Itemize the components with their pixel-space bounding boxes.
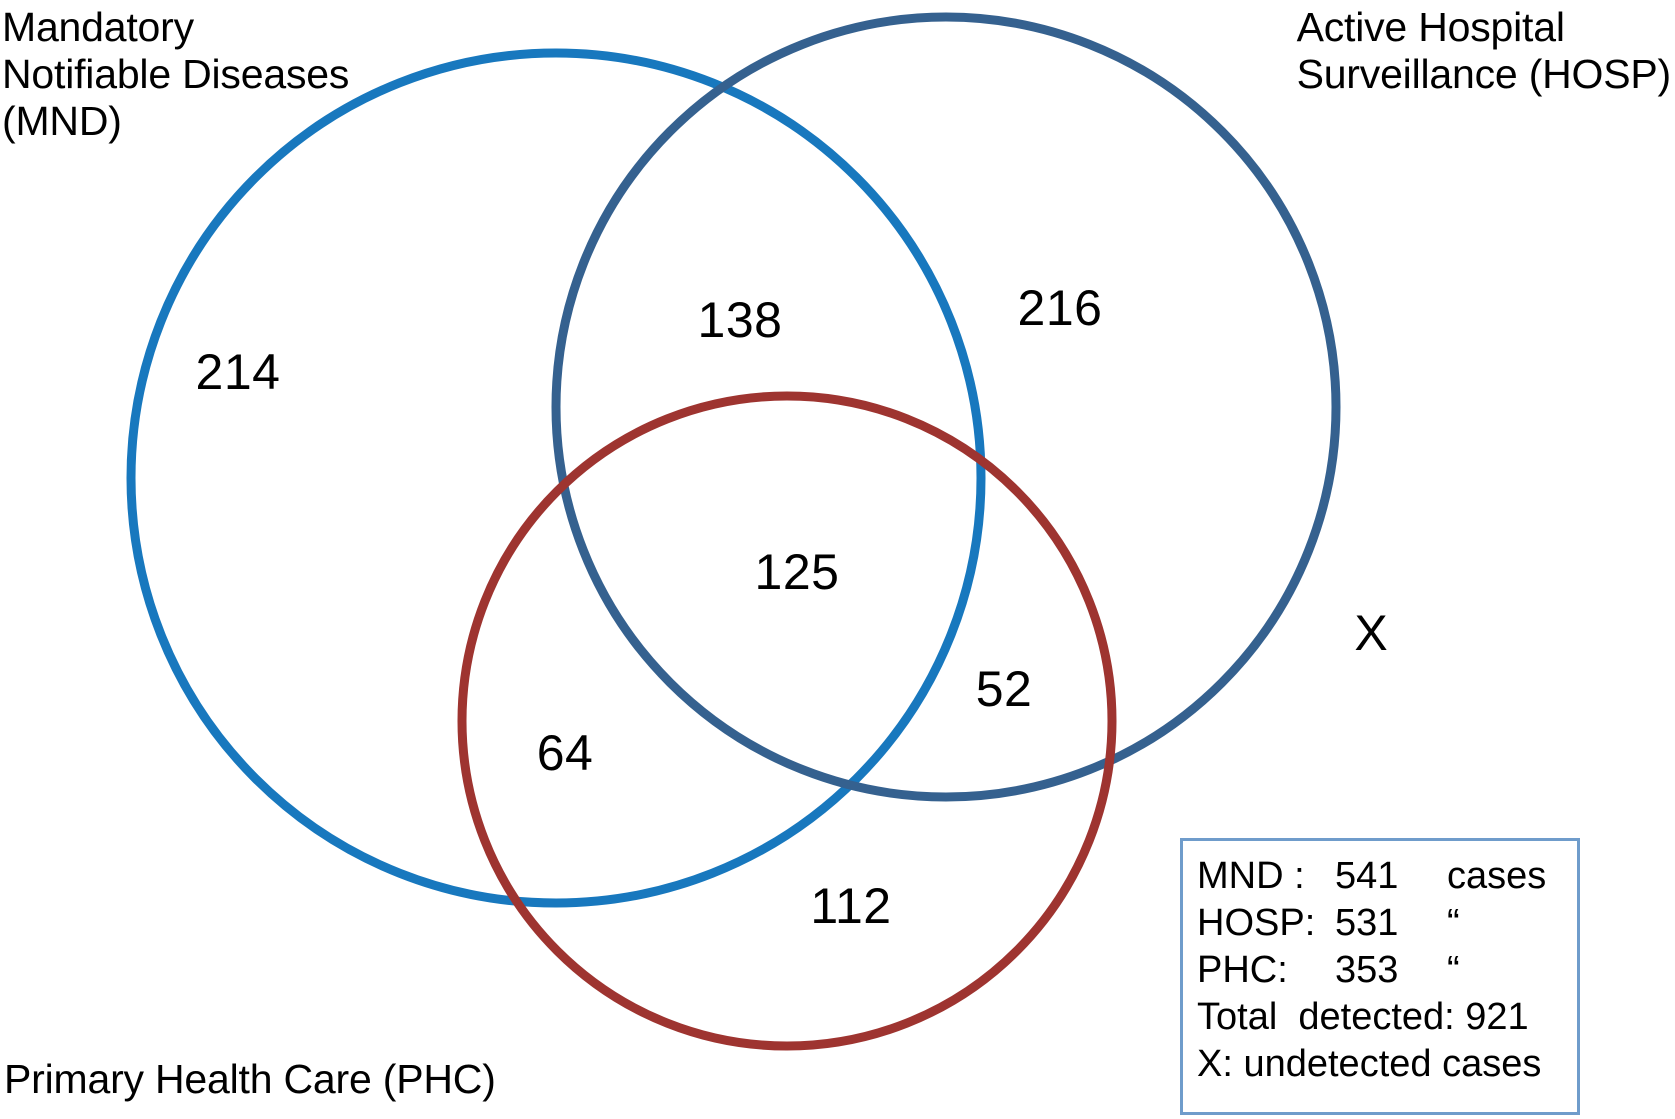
region-count-mnd-only: 214 [195,344,281,400]
set-label-hosp: Active Hospital Surveillance (HOSP) [1296,4,1672,97]
legend-label-mnd: MND : [1197,855,1305,897]
legend-label-phc: PHC: [1197,949,1288,991]
legend-row-hosp: HOSP: 531 “ [1197,900,1577,947]
set-label-mnd: Mandatory Notifiable Diseases (MND) [2,4,350,144]
legend-row-total: Total detected: 921 [1197,996,1529,1038]
legend-value-phc: 353 [1335,949,1399,991]
region-count-mnd-phc: 64 [536,725,594,781]
legend-unit-mnd: cases [1447,855,1547,897]
circle-hosp [551,12,1341,802]
set-label-phc: Primary Health Care (PHC) [4,1056,496,1102]
legend-value-hosp: 531 [1335,902,1399,944]
region-count-mnd-hosp: 138 [697,292,783,348]
region-count-hosp-only: 216 [1017,280,1103,336]
legend-label-hosp: HOSP: [1197,902,1316,944]
legend-box: MND : 541 cases HOSP: 531 “ PHC: 353 “ T… [1180,838,1580,1115]
legend-unit-hosp: “ [1447,902,1460,944]
legend-unit-phc: “ [1447,949,1460,991]
region-count-all-three: 125 [754,544,840,600]
region-count-phc-only: 112 [810,878,892,934]
region-marker-undetected: X [1354,605,1388,661]
circle-mnd [126,48,986,908]
legend-row-mnd: MND : 541 cases [1197,853,1577,900]
legend-row-phc: PHC: 353 “ [1197,947,1577,994]
legend-row-undetected: X: undetected cases [1197,1043,1542,1085]
circle-phc [457,391,1117,1051]
region-count-hosp-phc: 52 [975,661,1033,717]
legend-value-mnd: 541 [1335,855,1399,897]
